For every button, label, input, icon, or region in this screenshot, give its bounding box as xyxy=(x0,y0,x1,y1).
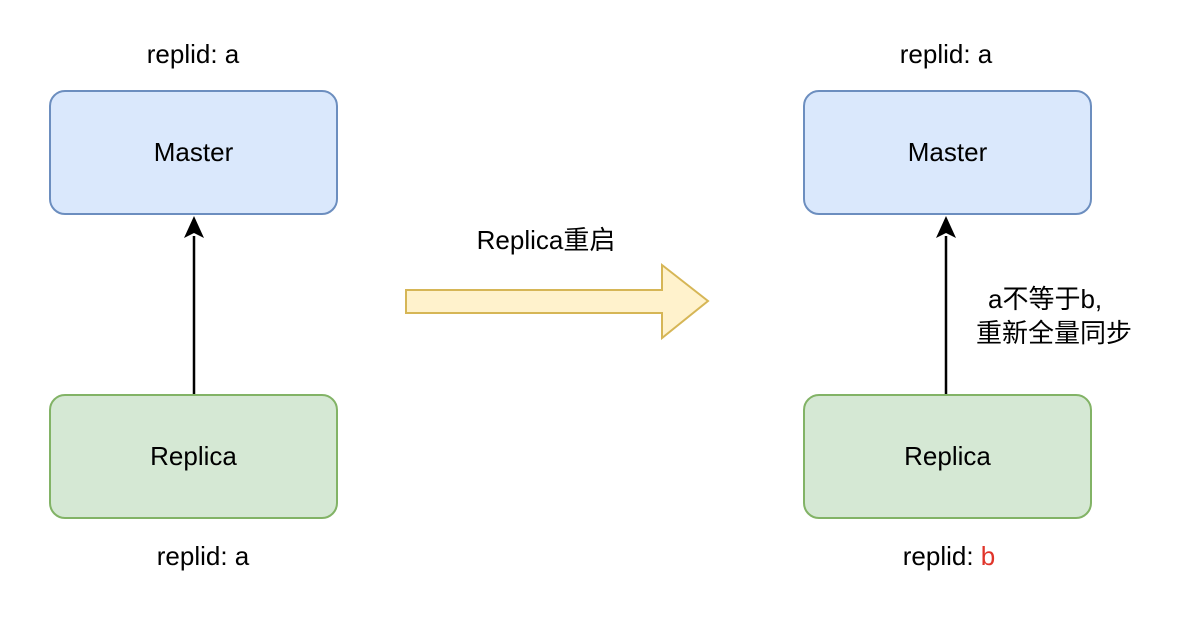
left-master-replid-value: a xyxy=(224,39,240,69)
left-master-replid-prefix: replid: xyxy=(146,39,225,69)
left-replica-node[interactable]: Replica xyxy=(49,394,338,519)
left-replica-replid: replid: a xyxy=(120,540,286,572)
transition-label: Replica重启 xyxy=(476,225,616,255)
sync-note-line2: 重新全量同步 xyxy=(976,318,1133,348)
left-master-replid: replid: a xyxy=(110,38,276,70)
left-arrow-up-icon xyxy=(184,216,204,394)
right-master-replid-prefix: replid: xyxy=(899,39,978,69)
sync-note: a不等于b, 重新全量同步 xyxy=(976,282,1132,350)
left-master-node[interactable]: Master xyxy=(49,90,338,215)
right-master-label: Master xyxy=(907,137,988,167)
right-master-replid: replid: a xyxy=(863,38,1029,70)
right-replica-replid: replid: b xyxy=(866,540,1032,572)
left-master-label: Master xyxy=(153,137,234,167)
right-master-node[interactable]: Master xyxy=(803,90,1092,215)
block-arrow-right-icon xyxy=(405,262,710,341)
right-master-replid-value: a xyxy=(977,39,993,69)
left-replica-replid-value: a xyxy=(234,541,250,571)
right-replica-label: Replica xyxy=(904,441,991,471)
right-replica-node[interactable]: Replica xyxy=(803,394,1092,519)
right-arrow-up-icon xyxy=(936,216,956,394)
sync-note-line1: a不等于b, xyxy=(988,284,1103,314)
right-replica-replid-value: b xyxy=(980,541,996,571)
left-replica-label: Replica xyxy=(150,441,237,471)
left-replica-replid-prefix: replid: xyxy=(156,541,235,571)
right-replica-replid-prefix: replid: xyxy=(902,541,981,571)
